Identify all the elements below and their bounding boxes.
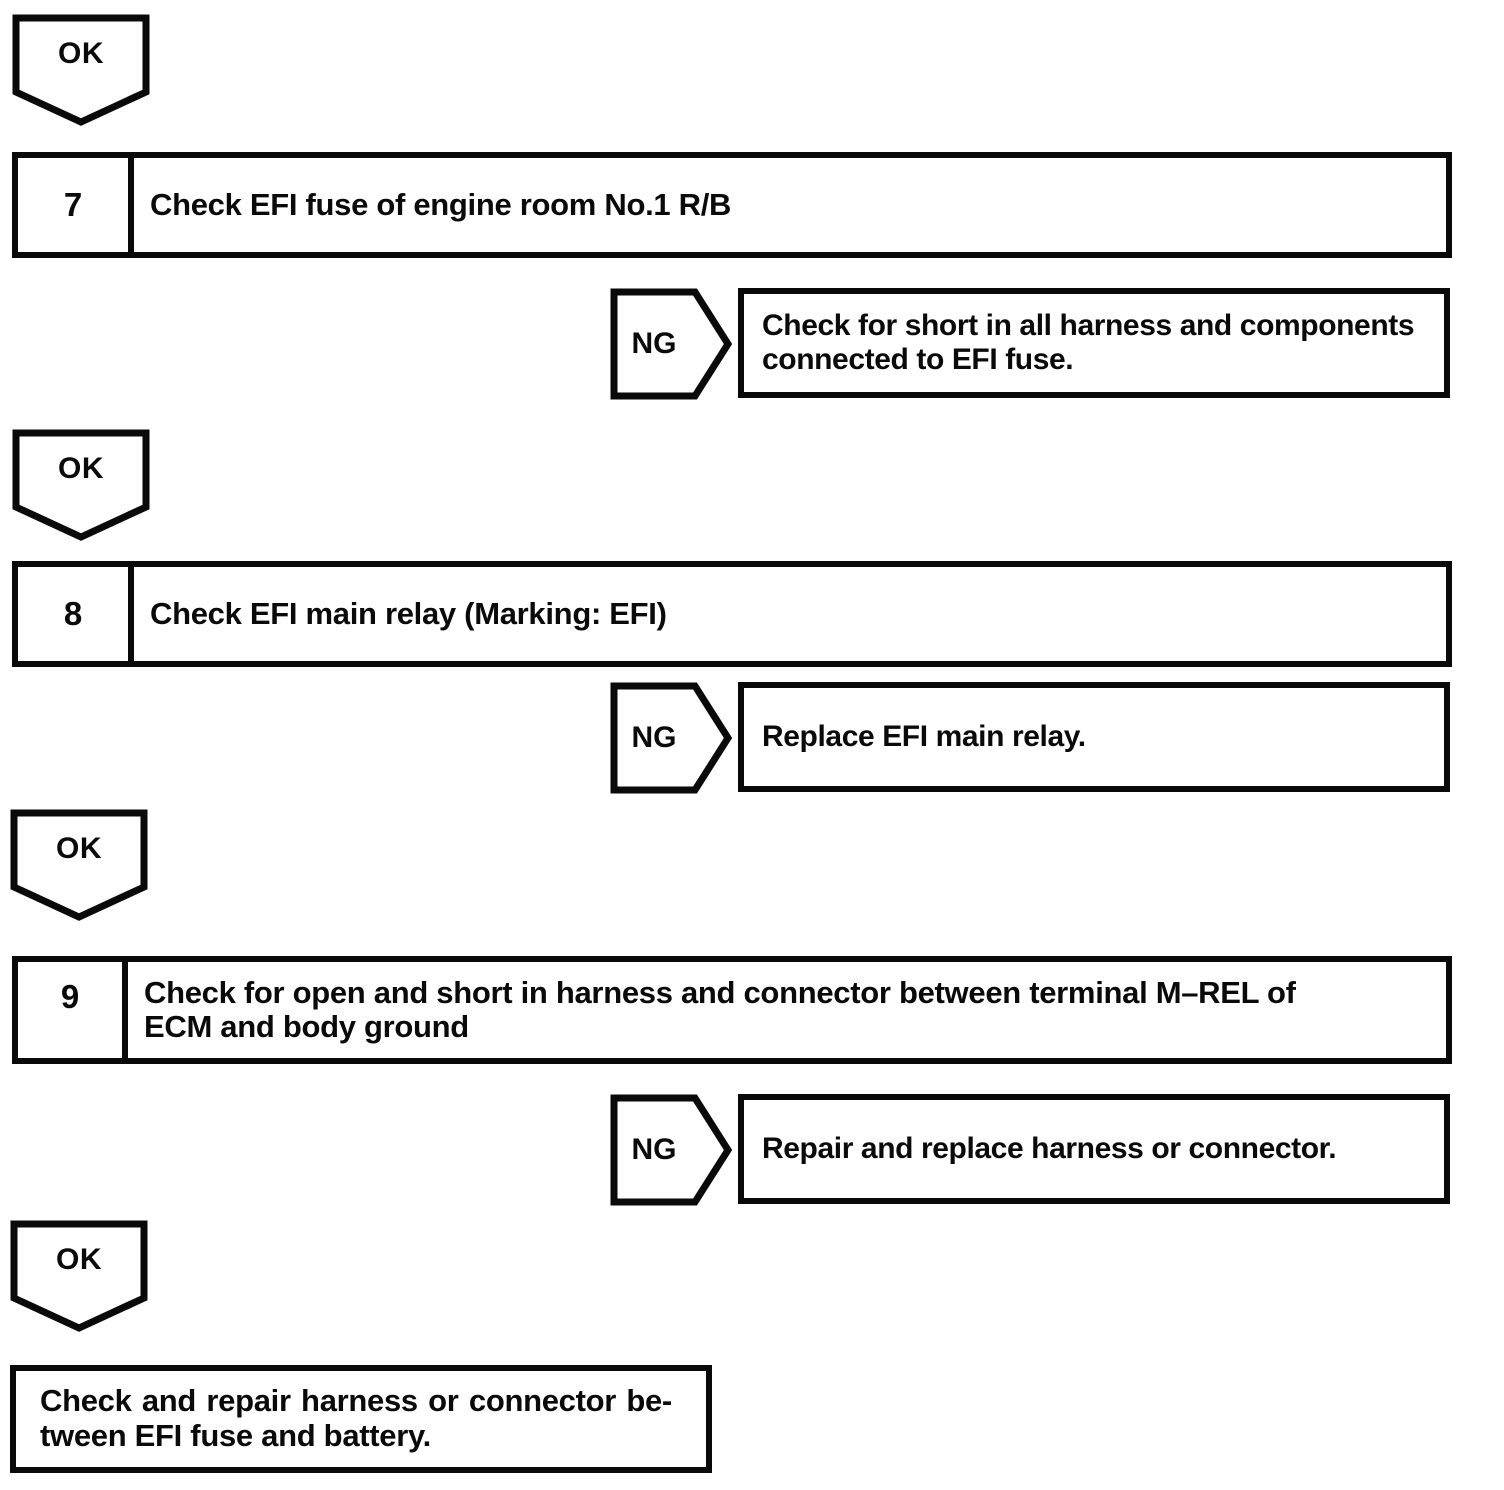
step-title: Check EFI fuse of engine room No.1 R/B	[134, 158, 1446, 252]
step-title-text: ECM and body ground	[144, 1009, 469, 1044]
ng-pentagon-right-icon	[610, 682, 732, 794]
ng-action-line: connected to EFI fuse.	[762, 343, 1074, 376]
step-number: 8	[18, 567, 134, 661]
step-title-text: Check EFI main relay (Marking: EFI)	[150, 595, 667, 631]
step-box-7: 7 Check EFI fuse of engine room No.1 R/B	[12, 152, 1452, 258]
ng-branch-9: NG Repair and replace harness or connect…	[610, 1094, 1450, 1206]
ok-connector-label: OK	[58, 37, 104, 70]
step-number: 7	[18, 158, 134, 252]
ng-action-box: Repair and replace harness or connector.	[738, 1094, 1450, 1204]
ng-action-box: Replace EFI main relay.	[738, 682, 1450, 792]
ok-connector-label: OK	[56, 1243, 102, 1276]
ok-connector-2: OK	[12, 429, 150, 542]
ng-branch-8: NG Replace EFI main relay.	[610, 682, 1450, 794]
ok-connector-label: OK	[58, 452, 104, 485]
ok-connector-4: OK	[10, 1220, 148, 1333]
ok-pentagon-down-icon	[12, 14, 150, 127]
step-title: Check for open and short in harness and …	[128, 962, 1446, 1058]
ok-pentagon-down-icon	[10, 1220, 148, 1333]
ng-connector-label: NG	[631, 1133, 677, 1166]
step-title-text: Check EFI fuse of engine room No.1 R/B	[150, 186, 732, 222]
ng-pentagon-right-icon	[610, 1094, 732, 1206]
final-action-line: Check and repair harness or connector be…	[40, 1383, 672, 1419]
ok-connector-label: OK	[56, 832, 102, 865]
ng-branch-7: NG Check for short in all harness and co…	[610, 288, 1450, 400]
final-action-box: Check and repair harness or connector be…	[10, 1365, 712, 1473]
step-box-9: 9 Check for open and short in harness an…	[12, 956, 1452, 1064]
step-number: 9	[18, 962, 128, 1058]
step-title: Check EFI main relay (Marking: EFI)	[134, 567, 1446, 661]
ok-connector-3: OK	[10, 809, 148, 922]
ng-connector: NG	[610, 682, 732, 794]
ng-action-line: Check for short in all harness and compo…	[762, 309, 1415, 343]
step-title-text: Check for open and short in harness and …	[144, 974, 1296, 1010]
ng-connector-label: NG	[631, 721, 677, 754]
ng-action-line: Repair and replace harness or connector.	[762, 1132, 1337, 1166]
ng-connector-label: NG	[631, 327, 677, 360]
ok-pentagon-down-icon	[12, 429, 150, 542]
ng-connector: NG	[610, 288, 732, 400]
ng-action-line: Replace EFI main relay.	[762, 720, 1086, 754]
ok-pentagon-down-icon	[10, 809, 148, 922]
ng-pentagon-right-icon	[610, 288, 732, 400]
ng-action-box: Check for short in all harness and compo…	[738, 288, 1450, 398]
ok-connector-1: OK	[12, 14, 150, 127]
final-action-line: tween EFI fuse and battery.	[40, 1418, 431, 1453]
step-box-8: 8 Check EFI main relay (Marking: EFI)	[12, 561, 1452, 667]
ng-connector: NG	[610, 1094, 732, 1206]
